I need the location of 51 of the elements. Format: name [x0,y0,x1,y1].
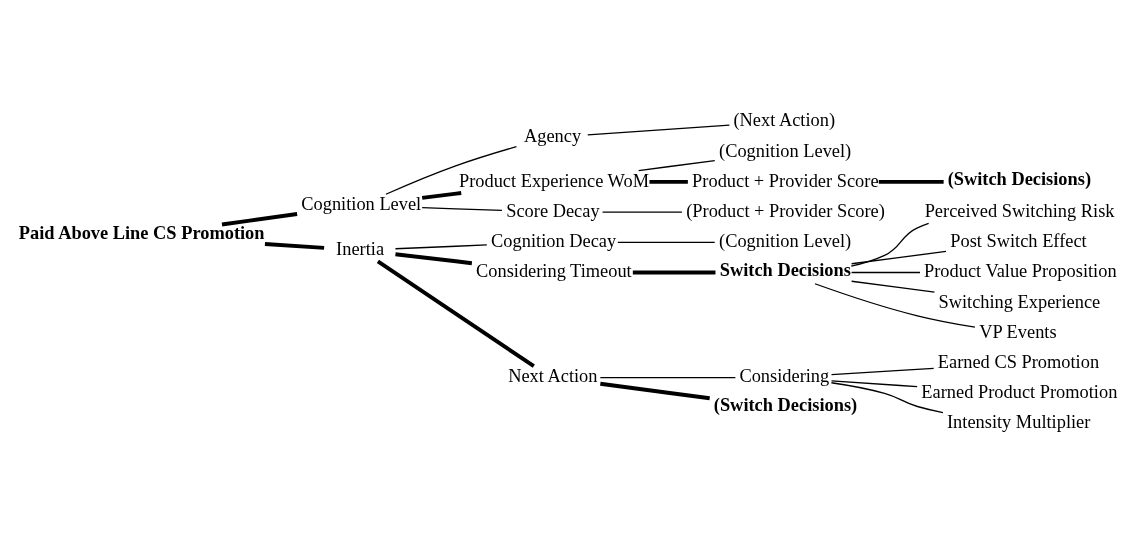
connector [395,252,473,266]
node-text: Score Decay [506,200,600,221]
connector [830,367,935,376]
connector [830,382,944,414]
node-text: (Switch Decisions) [947,169,1092,190]
node-text: Earned CS Promotion [937,352,1100,373]
node-text: Intensity Multiplier [946,412,1091,433]
connector [394,244,488,250]
node-text: Post Switch Effect [950,231,1087,252]
connector [221,212,298,227]
connector [617,241,716,243]
connector [850,280,936,293]
node-text: (Next Action) [733,110,836,131]
connector [878,179,944,184]
node-text: Switching Experience [938,291,1101,312]
connector [638,159,716,172]
node-text: VP Events [979,321,1057,342]
node-text: (Cognition Level) [719,140,852,161]
node-text: (Product + Provider Score) [686,200,885,221]
node-text: Perceived Switching Risk [924,200,1115,221]
connector [599,376,737,379]
connector [814,283,976,328]
connector [385,145,518,195]
connector [421,191,462,200]
node-text: Inertia [336,239,385,260]
node-text: Considering [739,366,830,387]
node-text: Product + Provider Score [692,170,879,191]
connector [850,222,930,267]
connector [264,242,325,250]
node-text: Paid Above Line CS Promotion [18,223,265,244]
node-text: Switch Decisions [719,260,851,281]
node-text: (Cognition Level) [719,231,852,252]
connector [850,250,947,265]
node-text: Agency [523,126,582,147]
node-text: Considering Timeout [476,261,632,282]
connector [830,380,918,388]
node-text: Product Value Proposition [923,261,1117,282]
node-text: Cognition Decay [491,231,617,252]
connector [850,271,921,274]
connector [601,211,683,213]
connector [376,259,535,368]
node-text: Next Action [508,366,598,387]
node-text: Earned Product Promotion [921,382,1118,403]
connector [600,381,710,401]
connector [421,206,503,212]
node-text: Product Experience WoM [458,170,649,191]
node-text: Cognition Level [301,194,422,215]
connector [632,270,716,275]
node-text: (Switch Decisions) [713,395,858,416]
connector [587,124,731,136]
connector [649,179,688,184]
